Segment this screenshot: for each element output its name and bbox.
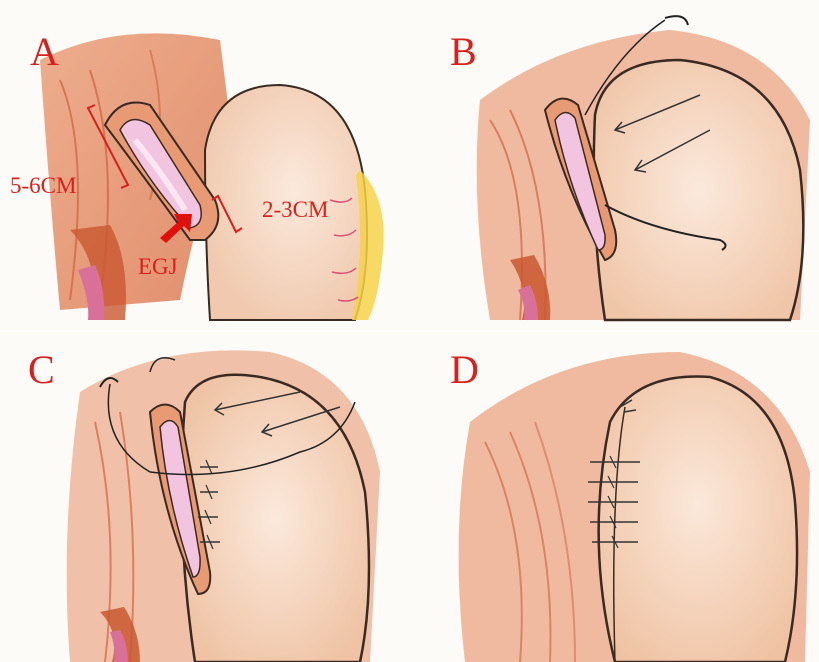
panel-d: D (410, 332, 819, 662)
panel-c-label: C (28, 350, 55, 390)
esophagus-length-label: 5-6CM (10, 174, 76, 197)
panel-a: A 5-6CM 2-3CM EGJ (0, 0, 410, 330)
panel-a-label: A (30, 32, 59, 72)
panel-d-label: D (450, 350, 479, 390)
panel-a-illustration (0, 0, 410, 330)
fundus-length-label: 2-3CM (262, 198, 328, 221)
panel-c: C (0, 332, 410, 662)
panel-c-illustration (0, 332, 410, 662)
egj-label: EGJ (138, 255, 178, 278)
panel-b: B (410, 0, 819, 330)
panel-b-label: B (450, 32, 477, 72)
